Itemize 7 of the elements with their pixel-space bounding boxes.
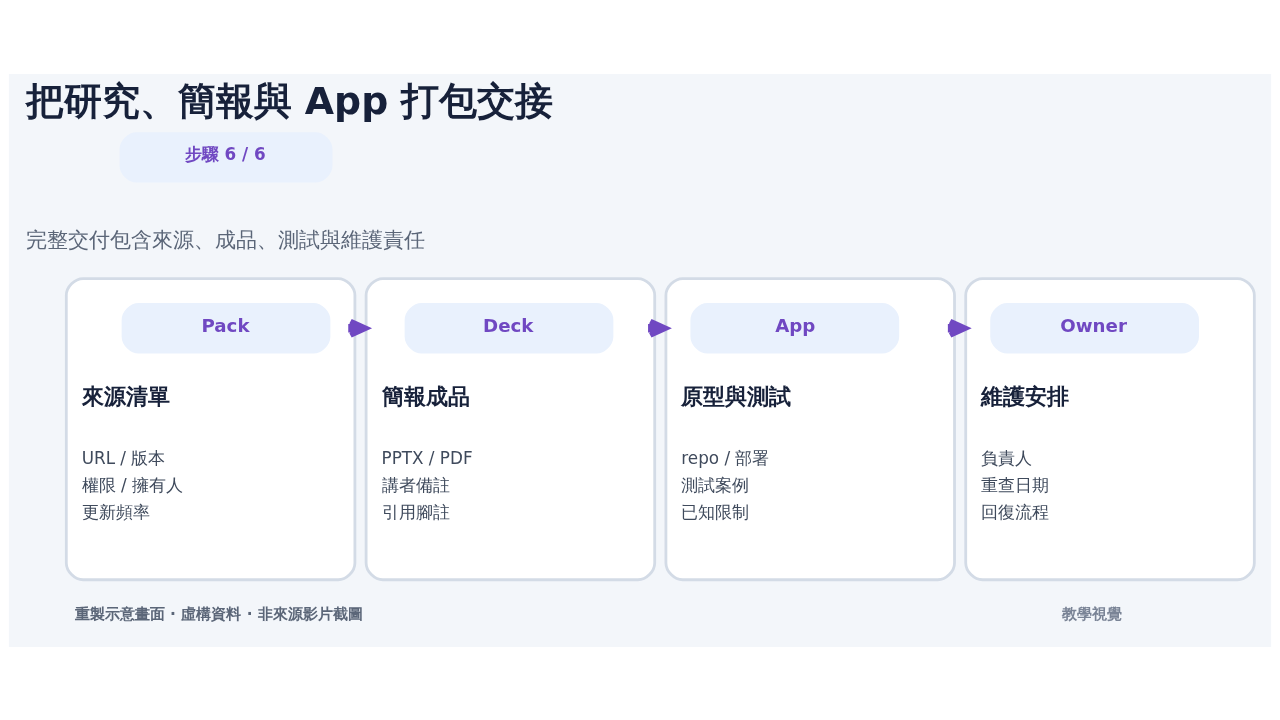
label: 重製示意畫面 · 虛構資料 · 非來源影片截圖 <box>74 604 363 623</box>
label: 教學視覺 <box>1062 604 1123 623</box>
arrow <box>947 318 969 338</box>
diagram-title: 把研究、簡報與 App 打包交接 <box>25 78 554 123</box>
arrow <box>648 318 669 338</box>
label: 完整交付包含來源、成品、測試與維護責任 <box>25 226 425 252</box>
arrow <box>348 318 369 338</box>
